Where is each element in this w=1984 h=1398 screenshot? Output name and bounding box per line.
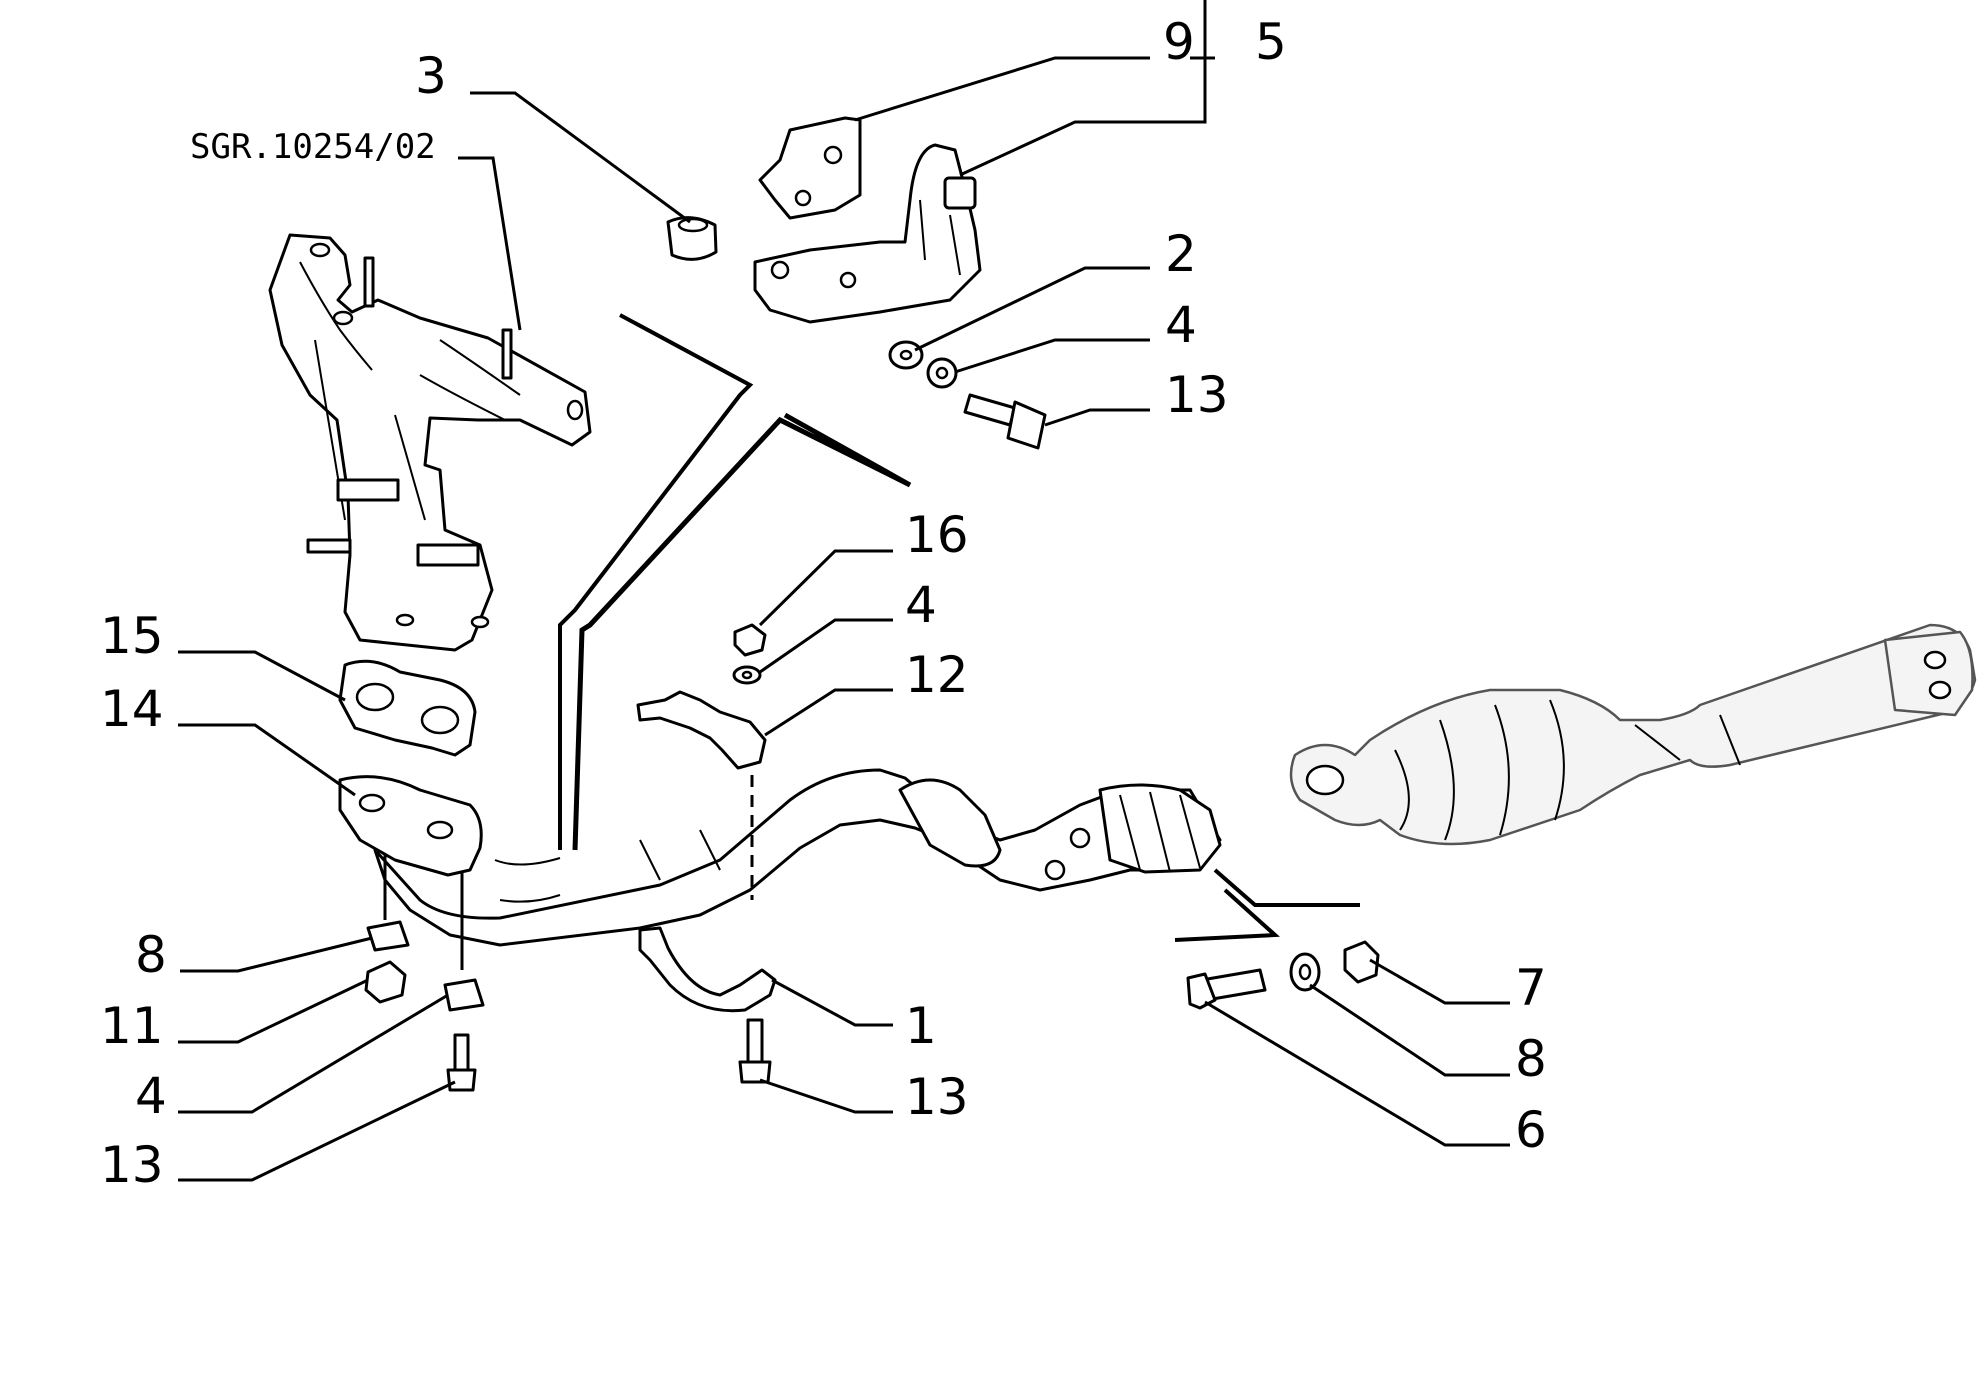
exhaust-manifold xyxy=(268,233,592,652)
washer-4-left xyxy=(443,978,485,1012)
callout-4-mid: 4 xyxy=(905,576,937,634)
callout-labels: SGR.10254/02 1 2 3 4 4 4 5 6 7 8 8 9 11 … xyxy=(100,13,1547,1194)
bolt-13-left xyxy=(446,1033,477,1092)
callout-13-top: 13 xyxy=(1165,366,1229,424)
washer-4-top xyxy=(926,357,958,389)
nut-7 xyxy=(1343,940,1380,984)
nut-16 xyxy=(733,623,767,657)
washer-4-mid xyxy=(732,665,762,685)
callout-4-left: 4 xyxy=(135,1067,167,1125)
callout-9: 9 xyxy=(1163,13,1195,71)
callout-1: 1 xyxy=(905,997,937,1055)
bracket-9 xyxy=(758,116,862,220)
callout-11: 11 xyxy=(100,997,164,1055)
callout-3: 3 xyxy=(415,47,447,105)
drawing-reference: SGR.10254/02 xyxy=(190,127,436,167)
callout-12: 12 xyxy=(905,646,969,704)
rubber-mount-3 xyxy=(666,216,718,261)
washer-8-left xyxy=(366,920,410,952)
upper-clamp-12 xyxy=(636,690,767,770)
leader-lines xyxy=(178,0,1510,1182)
callout-15: 15 xyxy=(100,607,164,665)
callout-7: 7 xyxy=(1515,959,1547,1017)
washer-2 xyxy=(888,340,924,370)
callout-14: 14 xyxy=(100,680,164,738)
callout-8-left: 8 xyxy=(135,926,167,984)
bolt-13-top xyxy=(963,393,1047,450)
front-exhaust-pipe xyxy=(338,768,1222,947)
manifold-gasket xyxy=(338,659,477,757)
callout-6: 6 xyxy=(1515,1101,1547,1159)
callout-16: 16 xyxy=(905,506,969,564)
callout-8-right: 8 xyxy=(1515,1030,1547,1088)
catalytic-converter-assembly xyxy=(1289,623,1977,846)
callout-4-top: 4 xyxy=(1165,296,1197,354)
bolt-13-clamp xyxy=(738,1018,772,1084)
lower-clamp-1 xyxy=(638,926,777,1013)
callout-2: 2 xyxy=(1165,225,1197,283)
guide-lines xyxy=(383,313,1360,970)
nut-11 xyxy=(364,960,407,1004)
callout-5: 5 xyxy=(1255,13,1287,71)
mount-bracket-5 xyxy=(753,143,982,324)
bolt-6 xyxy=(1186,968,1267,1010)
callout-13-left: 13 xyxy=(100,1136,164,1194)
callout-13-clamp: 13 xyxy=(905,1068,969,1126)
washer-8-right xyxy=(1289,952,1321,992)
